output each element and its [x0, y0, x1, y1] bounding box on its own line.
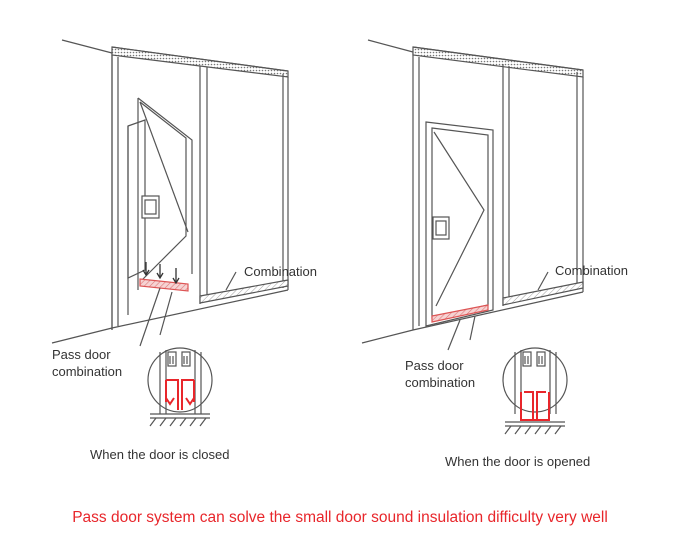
ceiling-line: [61, 39, 113, 330]
detail-circle: [147, 347, 213, 413]
bottom-caption: Pass door system can solve the small doo…: [72, 509, 608, 526]
seal-mechanism-red: [520, 391, 550, 421]
detail-circle: [502, 347, 568, 413]
door-lock-icon: [432, 216, 450, 240]
right-pass-door-label-line2: combination: [405, 375, 476, 390]
combination-leader: [225, 271, 237, 291]
door-lock-icon: [141, 195, 160, 219]
left-combination-label: Combination: [244, 264, 317, 279]
pass-door-leader: [447, 319, 461, 351]
right-pass-door-label-line1: Pass door: [405, 358, 464, 373]
right-panel: [361, 39, 584, 435]
left-pass-door-label-line2: combination: [52, 364, 123, 379]
door-frame: [425, 121, 494, 327]
floor-line: [361, 291, 584, 344]
pass-door-strip: [139, 278, 189, 292]
bottom-rail: [502, 281, 584, 306]
pass-door-strip: [431, 304, 489, 323]
seal-mechanism-red: [165, 379, 195, 410]
right-state-label: When the door is opened: [445, 454, 591, 469]
detail-section: [149, 350, 210, 427]
floor-line: [51, 289, 289, 344]
door-leaf: [433, 131, 485, 307]
door-leaf: [137, 97, 193, 290]
combination-leader: [537, 271, 549, 291]
ceiling-line: [367, 39, 414, 330]
left-panel: [51, 39, 289, 427]
pass-door-leader: [139, 287, 161, 347]
detail-section: [504, 350, 565, 435]
bottom-rail: [199, 279, 289, 304]
header-strip: [412, 46, 584, 78]
left-pass-door-label-line1: Pass door: [52, 347, 111, 362]
down-arrow-icon: [142, 262, 180, 285]
right-combination-label: Combination: [555, 263, 628, 278]
left-state-label: When the door is closed: [90, 447, 230, 462]
